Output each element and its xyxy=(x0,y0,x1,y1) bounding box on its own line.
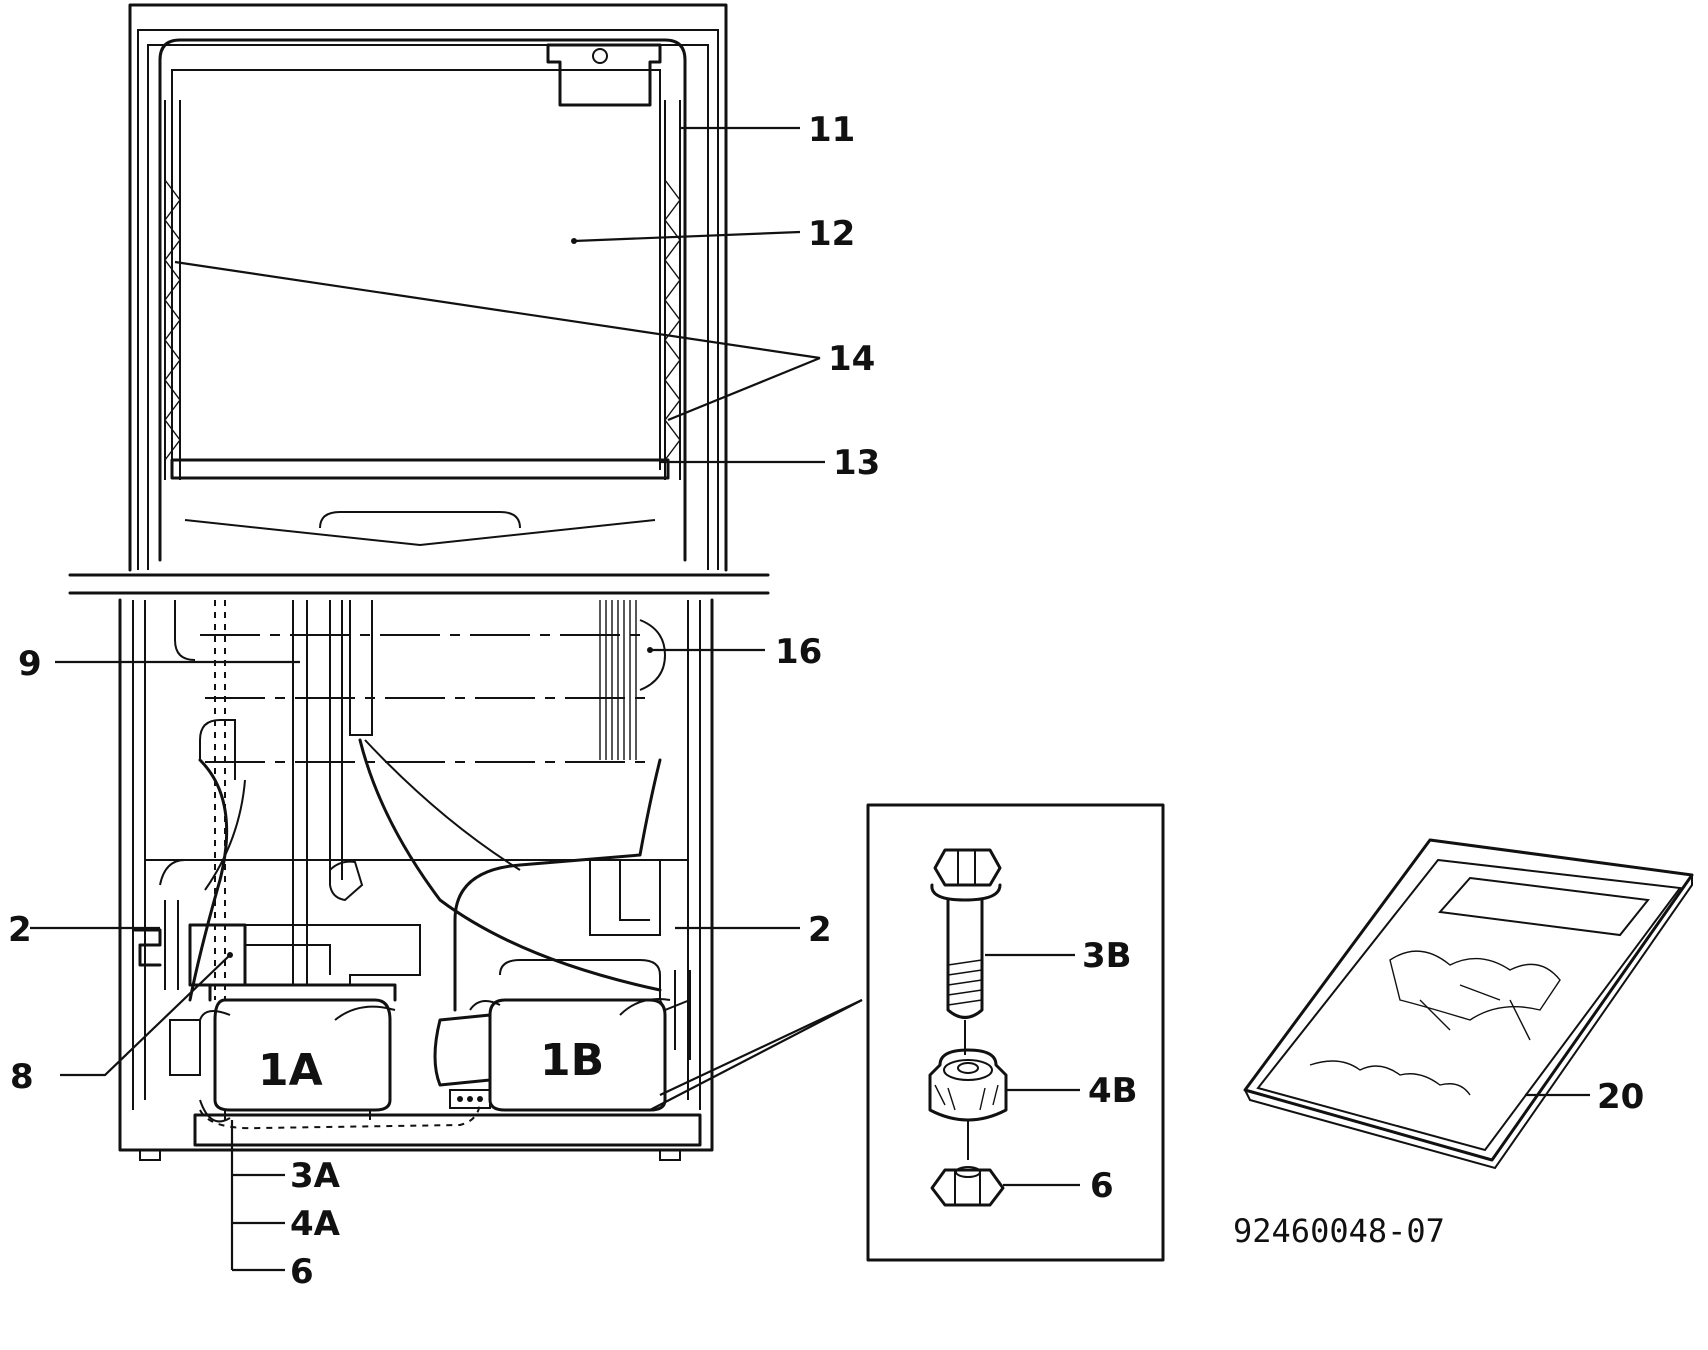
label-8: 8 xyxy=(10,1057,34,1097)
document-number: 92460048-07 xyxy=(1233,1212,1445,1250)
nut-6-detail xyxy=(930,1166,1005,1207)
label-9: 9 xyxy=(18,644,42,684)
cabinet-upper xyxy=(128,3,728,572)
cabinet-lower xyxy=(118,598,863,1161)
label-4B: 4B xyxy=(1088,1071,1138,1111)
label-14: 14 xyxy=(828,339,875,379)
label-3B: 3B xyxy=(1082,936,1132,976)
label-1B: 1B xyxy=(540,1035,604,1086)
grommet-4B xyxy=(928,1048,1008,1122)
label-12: 12 xyxy=(808,214,855,254)
label-13: 13 xyxy=(833,443,880,483)
label-6-bottom: 6 xyxy=(290,1252,314,1292)
label-2-left: 2 xyxy=(8,910,32,950)
label-1A: 1A xyxy=(258,1045,323,1096)
break-lines xyxy=(68,573,770,595)
instruction-booklet xyxy=(1243,838,1694,1170)
compressor-1A xyxy=(169,983,397,1120)
label-4A: 4A xyxy=(290,1204,341,1244)
mounting-detail-box xyxy=(866,803,1165,1262)
label-2-right: 2 xyxy=(808,910,832,950)
leader-lines xyxy=(30,126,825,1272)
label-20: 20 xyxy=(1597,1077,1644,1117)
bolt-3B xyxy=(930,848,1002,1019)
label-3A: 3A xyxy=(290,1156,341,1196)
label-16: 16 xyxy=(775,632,822,672)
label-6-detail: 6 xyxy=(1090,1166,1114,1206)
label-11: 11 xyxy=(808,110,855,150)
